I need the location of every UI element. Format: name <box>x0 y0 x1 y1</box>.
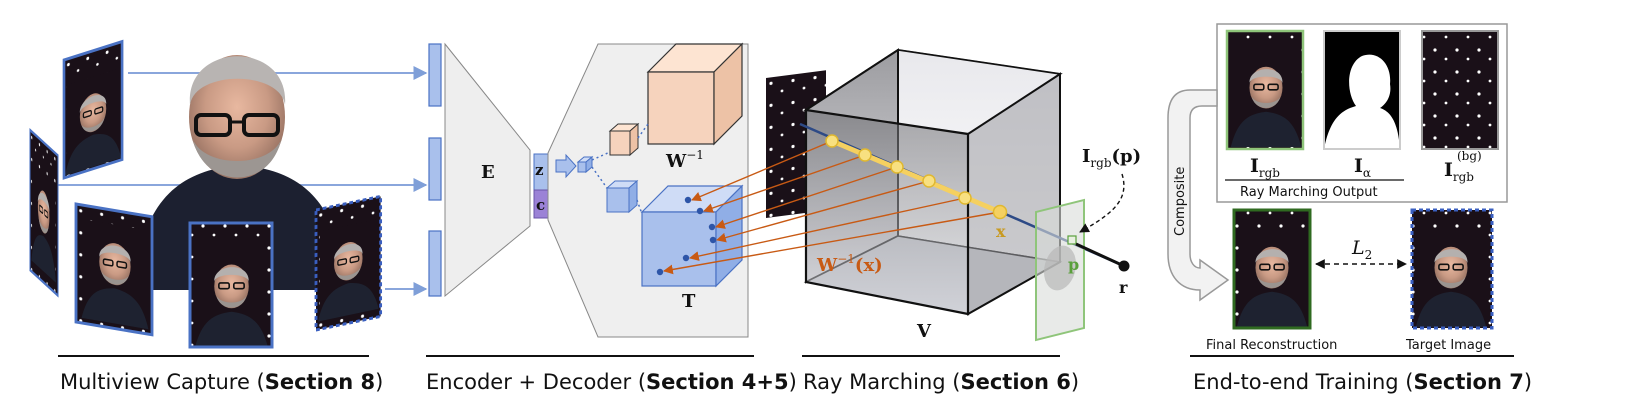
loss-label: L2 <box>1351 237 1372 262</box>
pixel-label: p <box>1068 255 1079 274</box>
output-alpha-image <box>1323 30 1401 150</box>
camera-view-top <box>62 39 124 180</box>
warp-mid-cube <box>608 122 640 157</box>
template-mid-cube <box>605 179 639 214</box>
sample-point-label: x <box>996 222 1006 241</box>
caption-training: End-to-end Training (Section 7) <box>1193 370 1532 394</box>
target-image <box>1410 208 1494 330</box>
caption-multiview: Multiview Capture (Section 8) <box>60 370 383 394</box>
output-background-label: Irgb(bg) <box>1444 149 1482 184</box>
target-image-label: Target Image <box>1405 338 1491 353</box>
encoder-label: E <box>481 162 495 183</box>
ray-samples <box>825 134 1008 220</box>
training-panel: Irgb Iα Irgb(bg) Ray Marching Output Com… <box>1167 23 1508 353</box>
ray-label: r <box>1119 278 1128 297</box>
output-rgb-label: Irgb <box>1250 155 1280 180</box>
final-reconstruction-label: Final Reconstruction <box>1206 338 1337 353</box>
multiview-capture-panel <box>29 39 428 350</box>
volume-label: V <box>916 321 932 342</box>
irgb-pointer <box>1079 173 1125 233</box>
camera-view-right-target <box>314 194 383 332</box>
encoder-input-slot-1 <box>428 43 442 107</box>
final-reconstruction-image <box>1232 208 1312 330</box>
decoder-seed-cube <box>576 155 594 174</box>
output-alpha-label: Iα <box>1354 155 1371 180</box>
decoder-input-arrow <box>555 153 577 179</box>
encoder-trapezoid <box>444 42 531 298</box>
caption-encoder-decoder: Encoder + Decoder (Section 4+5) <box>426 370 797 394</box>
warp-function-label: W−1(x) <box>816 252 883 276</box>
template-cube-label: T <box>682 291 696 312</box>
composite-label: Composite <box>1173 167 1188 236</box>
ray-marching-output-label: Ray Marching Output <box>1240 185 1378 200</box>
camera-origin <box>1118 260 1130 272</box>
camera-view-bottom-center <box>188 221 274 350</box>
seed-to-warp-dots <box>591 151 611 161</box>
warp-lines <box>663 140 1001 275</box>
pixel-marker <box>1067 235 1077 245</box>
latent-c-label: c <box>536 196 545 214</box>
encoder-decoder-panel: E z c W−1 <box>428 42 749 338</box>
encoder-input-slot-2 <box>428 137 442 201</box>
output-rgb-image <box>1225 29 1305 151</box>
ray-marching-panel: V x W−1(x) p <box>663 48 1141 342</box>
output-background-image <box>1421 30 1499 150</box>
camera-view-bottom-left <box>74 202 154 337</box>
seed-to-template-dots <box>591 166 608 189</box>
composite-arrow <box>1167 89 1230 302</box>
encoder-input-slot-3 <box>428 230 442 297</box>
caption-ray-marching: Ray Marching (Section 6) <box>803 370 1079 394</box>
warp-cube-label: W−1 <box>665 148 704 172</box>
latent-z-label: z <box>535 161 544 179</box>
camera-ray-segment <box>1075 242 1125 268</box>
image-plane <box>1035 198 1085 342</box>
warp-cube <box>646 42 744 146</box>
irgb-p-label: Irgb(p) <box>1082 146 1141 170</box>
camera-view-left <box>29 128 59 298</box>
section-captions: Multiview Capture (Section 8) Encoder + … <box>58 355 1532 394</box>
template-sample-points <box>656 196 717 276</box>
